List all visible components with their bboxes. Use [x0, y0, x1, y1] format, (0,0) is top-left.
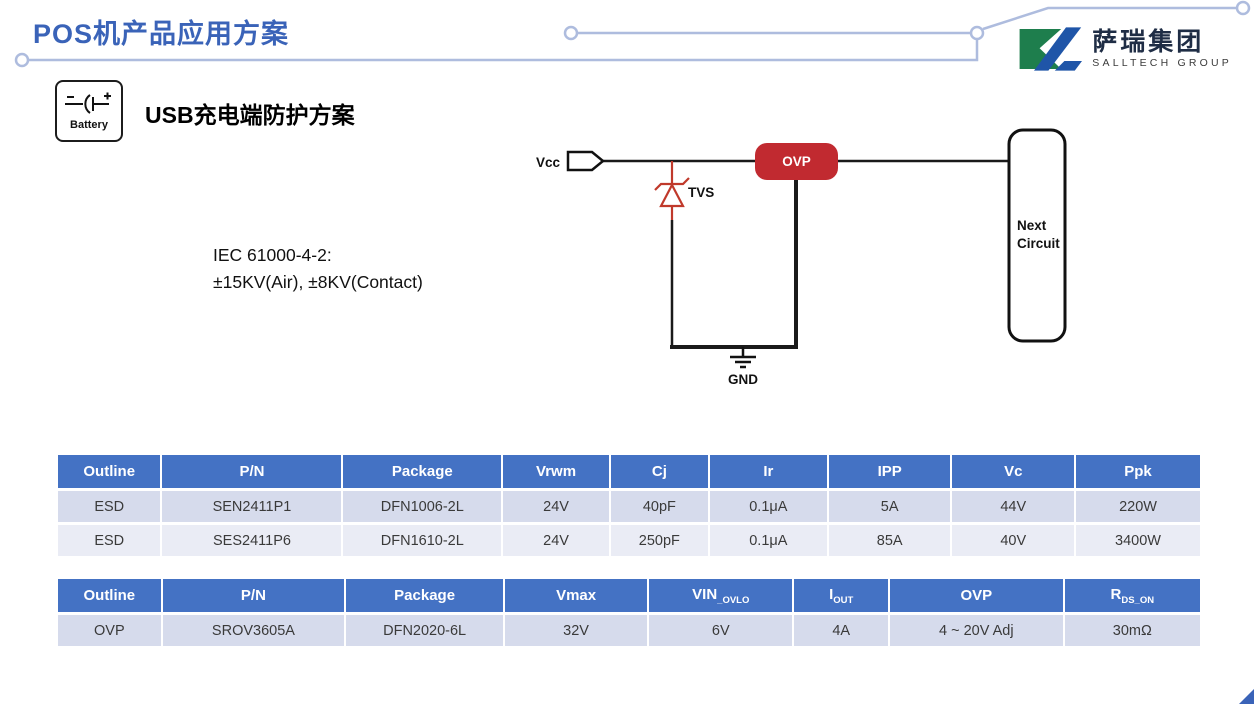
column-header: P/N [162, 579, 345, 612]
column-header: P/N [162, 455, 342, 488]
column-header: Ppk [1076, 455, 1200, 488]
table-cell: 220W [1076, 491, 1200, 522]
table-cell: 40pF [610, 491, 708, 522]
table-cell: 5A [828, 491, 951, 522]
company-logo: 萨瑞集团 SALLTECH GROUP [1018, 24, 1232, 74]
column-header: OVP [890, 579, 1063, 612]
table-cell: 40V [952, 525, 1075, 556]
section-heading-en: USB [145, 102, 194, 128]
ovp-block [755, 143, 838, 180]
column-header: Package [346, 579, 504, 612]
salltech-logo-icon [1019, 27, 1083, 71]
table-cell: SROV3605A [162, 615, 345, 646]
table-cell: 30mΩ [1064, 615, 1200, 646]
table-cell: 44V [952, 491, 1075, 522]
iec-line2: ±15KV(Air), ±8KV(Contact) [213, 272, 423, 293]
section-heading: USB充电端防护方案 [145, 96, 355, 130]
column-header: Outline [58, 455, 161, 488]
logo-text: 萨瑞集团 SALLTECH GROUP [1092, 28, 1232, 69]
circuit-schematic: Vcc TVS OVP GND Next Circuit [536, 128, 1067, 387]
table-cell: DFN1610-2L [343, 525, 502, 556]
vcc-label: Vcc [536, 155, 561, 170]
table-cell: OVP [58, 615, 161, 646]
column-header: RDS_ON [1064, 579, 1200, 612]
iec-standard-note: IEC 61000-4-2: ±15KV(Air), ±8KV(Contact) [213, 242, 423, 296]
table-cell: 24V [503, 525, 609, 556]
table-cell: 6V [649, 615, 793, 646]
table-cell: 250pF [610, 525, 708, 556]
ground-icon [730, 347, 756, 369]
table-cell: 85A [828, 525, 951, 556]
table-cell: ESD [58, 491, 161, 522]
column-header: VIN_OVLO [649, 579, 793, 612]
table-cell: DFN2020-6L [346, 615, 504, 646]
next-circuit-label-line2: Circuit [1017, 236, 1060, 251]
section-heading-cn: 充电端防护方案 [193, 102, 355, 129]
column-header: IOUT [794, 579, 888, 612]
corner-accent [1239, 689, 1254, 704]
table-cell: 4A [794, 615, 888, 646]
ovp-block-label: OVP [782, 154, 811, 169]
table-cell: SES2411P6 [162, 525, 342, 556]
next-circuit-label-line1: Next [1017, 218, 1047, 233]
battery-badge: Battery [55, 80, 123, 142]
column-header: Vmax [505, 579, 648, 612]
logo-name-cn: 萨瑞集团 [1092, 28, 1205, 57]
column-header: Package [343, 455, 502, 488]
column-header: Outline [58, 579, 161, 612]
table-cell: 4 ~ 20V Adj [890, 615, 1063, 646]
tvs-diode-icon [654, 161, 690, 220]
column-header: Ir [709, 455, 827, 488]
table-cell: SEN2411P1 [162, 491, 342, 522]
logo-name-en: SALLTECH GROUP [1092, 56, 1232, 69]
table-cell: 24V [503, 491, 609, 522]
page-title: POS机产品应用方案 [33, 19, 290, 49]
decorative-trace-lines [14, 0, 1251, 68]
vcc-connector-icon [566, 150, 605, 172]
gnd-label: GND [728, 372, 758, 387]
table-cell: 32V [505, 615, 648, 646]
table-cell: 0.1μA [709, 525, 827, 556]
column-header: Vc [952, 455, 1075, 488]
table-cell: DFN1006-2L [343, 491, 502, 522]
table-cell: 0.1μA [709, 491, 827, 522]
table-cell: ESD [58, 525, 161, 556]
column-header: Vrwm [503, 455, 609, 488]
table-cell: 3400W [1076, 525, 1200, 556]
column-header: IPP [828, 455, 951, 488]
iec-line1: IEC 61000-4-2: [213, 245, 332, 265]
next-circuit-block [1007, 128, 1067, 343]
battery-label: Battery [70, 119, 108, 131]
battery-icon [65, 92, 111, 114]
column-header: Cj [610, 455, 708, 488]
tvs-label: TVS [688, 185, 714, 200]
